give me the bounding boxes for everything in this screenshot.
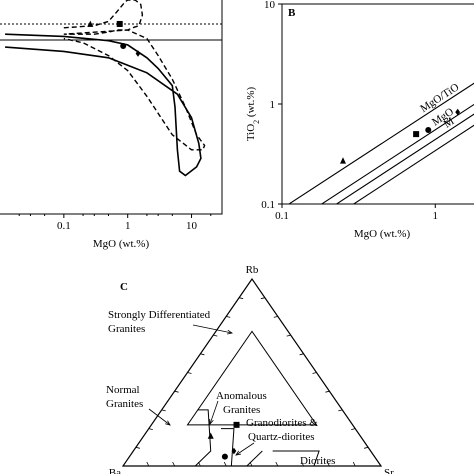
field-label: Granites [106,398,143,410]
x-tick-label: 1 [125,220,131,232]
right-edge-tick [364,446,369,449]
y-label-subscript: 2 [252,120,261,124]
diamond-marker [455,108,461,116]
bottom-edge-tick [275,461,279,467]
circle-marker [425,126,432,133]
solid-field-boundary [5,33,202,177]
right-edge-tick [299,353,304,356]
right-edge-tick [286,334,291,337]
y-tick-label: 10 [264,0,276,11]
square-marker [116,20,123,27]
y-tick-label: 0.1 [261,199,275,211]
bottom-edge-tick [172,461,175,467]
left-edge-tick [161,409,166,412]
arrow-head [235,450,241,456]
arrow-head [165,420,171,426]
ratio-line [352,124,474,204]
field-label: Granites [108,323,145,335]
ratio-line [335,113,474,204]
field-label: Quartz-diorites [248,431,315,443]
bottom-edge-tick [301,461,304,467]
leader-line [192,324,233,334]
granodiorite-field-boundary [221,428,235,467]
left-edge-tick [174,390,179,393]
y-axis-label: TiO2 (wt.%) [245,87,261,142]
bottom-edge-tick [352,461,356,467]
field-label: Diorites [300,455,335,467]
right-edge-tick [312,372,317,374]
x-axis-label: MgO (wt.%) [93,238,150,250]
field-divider [246,450,263,467]
right-edge-tick [260,297,265,300]
x-tick-label: 0.1 [57,220,71,232]
triangle-marker [87,20,94,27]
dashed-field-boundary [63,0,206,151]
plot-frame [0,0,223,215]
y-tick-label: 1 [270,99,276,111]
diamond-marker [135,50,141,57]
circle-marker [221,453,228,460]
diorite-field-boundary [272,450,320,467]
left-edge-tick [148,428,153,430]
arrow-head [209,418,214,425]
field-label: Normal [106,384,140,396]
ratio-line [320,103,474,204]
x-tick-label: 0.1 [275,210,289,222]
left-edge-tick [213,334,218,337]
left-edge-tick [187,372,192,374]
circle-marker [120,43,127,50]
plot-frame [281,3,474,205]
leader-line [148,408,171,426]
field-label: Granodiorites & [246,417,318,429]
left-edge-tick [135,446,140,449]
x-axis-label: MgO (wt.%) [354,228,411,240]
leader-line [235,442,255,456]
right-edge-tick [338,409,343,412]
right-edge-tick [273,316,278,318]
panel-letter-c: C [120,281,128,293]
arrow-head [227,329,234,335]
field-label: Strongly Differentiated [108,309,211,321]
left-edge-tick [226,316,231,318]
apex-label-rb: Rb [246,264,259,276]
square-marker [233,421,240,428]
right-edge-tick [351,428,356,430]
apex-label-ba: Ba [109,467,121,474]
square-marker [413,131,420,138]
right-edge-tick [325,390,330,393]
apex-label-sr: Sr [384,467,394,474]
ratio-line-label: MgO/TiO [418,81,461,115]
leader-line [209,400,219,425]
anomalous-field-boundary [194,409,212,467]
triangle-marker [207,432,214,439]
diamond-marker [231,447,237,455]
x-tick-label: 1 [433,210,439,222]
bottom-edge-tick [146,461,150,467]
field-label: Granites [223,404,260,416]
inner-triangle [186,330,318,426]
x-tick-label: 10 [186,220,198,232]
panel-letter-b: B [288,7,296,19]
y-label-suffix: (wt.%) [245,87,257,120]
ratio-line [288,82,474,204]
left-edge-tick [200,353,205,356]
bottom-edge-tick [327,461,330,467]
triangle-marker [339,157,346,164]
left-edge-tick [239,297,244,300]
bottom-edge-tick [223,461,227,467]
field-label: Anomalous [216,390,267,402]
y-label-main: TiO [245,124,257,141]
